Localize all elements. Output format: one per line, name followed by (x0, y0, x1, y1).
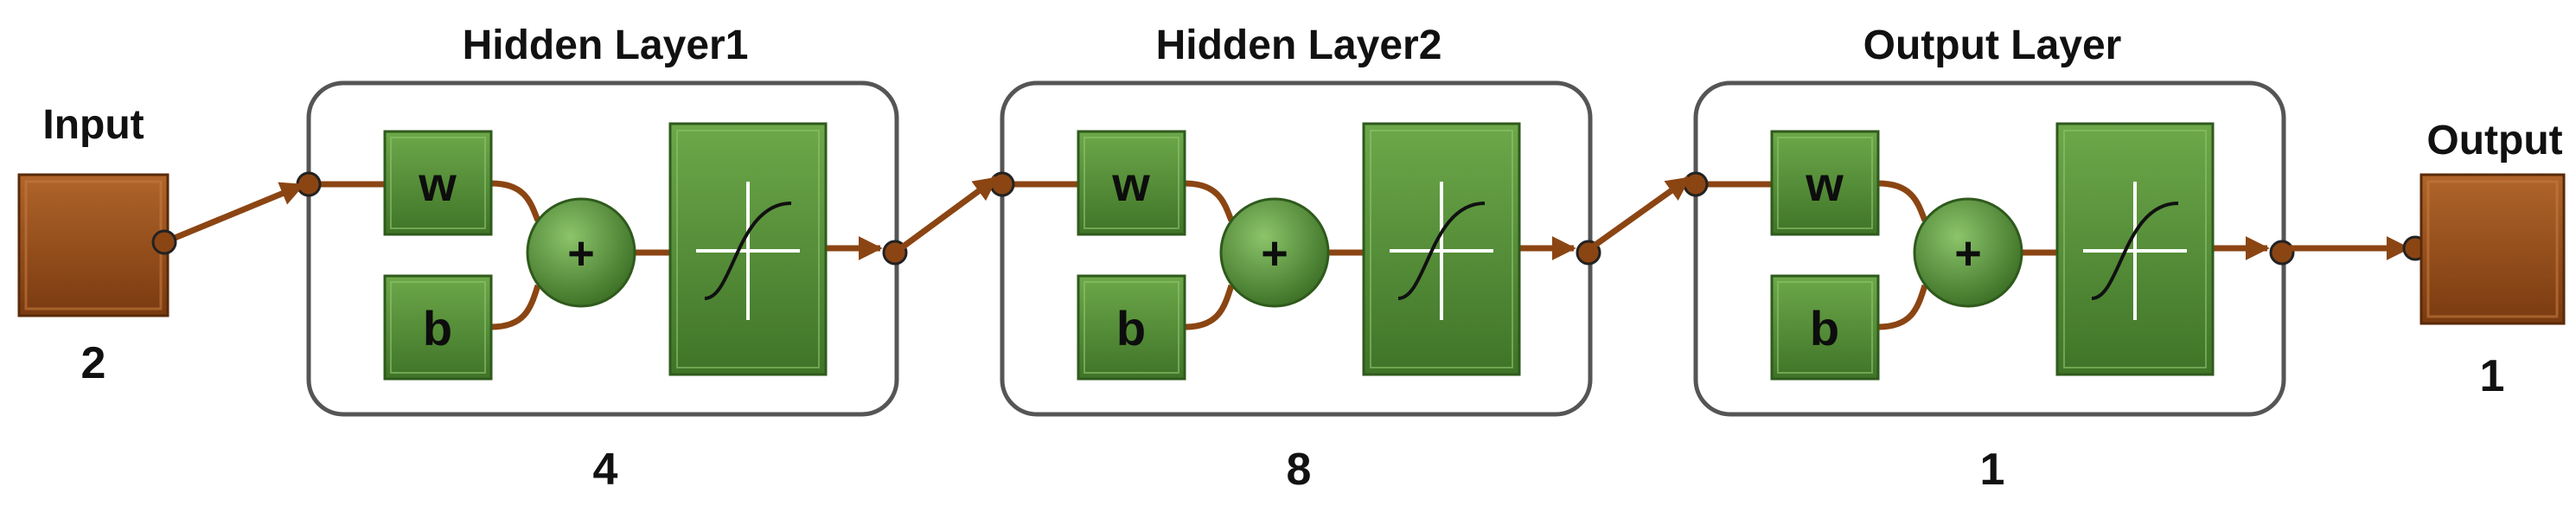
layer-neuron-count: 4 (593, 445, 618, 495)
output-node: Output 1 (2419, 118, 2566, 401)
bias-block (383, 274, 493, 381)
input-count: 2 (81, 338, 106, 388)
input-port-dot (151, 229, 177, 255)
input-to-layer1-arrow (163, 182, 305, 246)
bias-wire (1877, 284, 1928, 330)
layer-input-port (1683, 171, 1709, 197)
input-node: Input 2 (17, 102, 169, 388)
input-block (17, 173, 169, 317)
sum-symbol: + (1261, 227, 1288, 279)
layer1-to-layer2-arrow (892, 176, 999, 255)
sum-symbol: + (567, 227, 595, 279)
weight-symbol: w (418, 157, 457, 211)
sum-node (1219, 197, 1330, 308)
output-count: 1 (2480, 351, 2505, 401)
weight-block (383, 130, 493, 236)
layer-output-port (2269, 240, 2295, 266)
input-title: Input (42, 102, 144, 148)
bias-symbol: b (423, 301, 452, 355)
bias-symbol: b (1116, 301, 1146, 355)
sigmoid-curve-icon (696, 182, 800, 320)
sigmoid-curve-icon (1390, 182, 1493, 320)
bias-wire (1184, 284, 1235, 330)
weight-block (1077, 130, 1186, 236)
sigmoid-curve-icon (2083, 182, 2187, 320)
sum-node (1913, 197, 2023, 308)
layer-2: Hidden Layer2 w b +8 (989, 22, 1601, 495)
layer2-to-layer3-arrow (1587, 176, 1691, 252)
layer-3: Output Layer w b +1 (1683, 22, 2295, 495)
bias-block (1770, 274, 1880, 381)
layer-title: Hidden Layer2 (1156, 22, 1442, 68)
output-title: Output (2426, 118, 2562, 163)
bias-symbol: b (1810, 301, 1839, 355)
bias-wire (490, 284, 541, 330)
weight-block (1770, 130, 1880, 236)
layer-title: Hidden Layer1 (463, 22, 749, 68)
layer-neuron-count: 8 (1287, 445, 1312, 495)
output-block (2419, 173, 2566, 325)
bias-block (1077, 274, 1186, 381)
layer-1: Hidden Layer1 w b +4 (296, 22, 908, 495)
connections (151, 176, 2428, 261)
weight-wire (1877, 180, 1928, 222)
weight-wire (490, 180, 541, 222)
sum-node (526, 197, 636, 308)
layer-neuron-count: 1 (1980, 445, 2005, 495)
weight-symbol: w (1805, 157, 1844, 211)
layer-title: Output Layer (1863, 22, 2122, 68)
weight-wire (1184, 180, 1235, 222)
sum-symbol: + (1954, 227, 1982, 279)
weight-symbol: w (1111, 157, 1150, 211)
